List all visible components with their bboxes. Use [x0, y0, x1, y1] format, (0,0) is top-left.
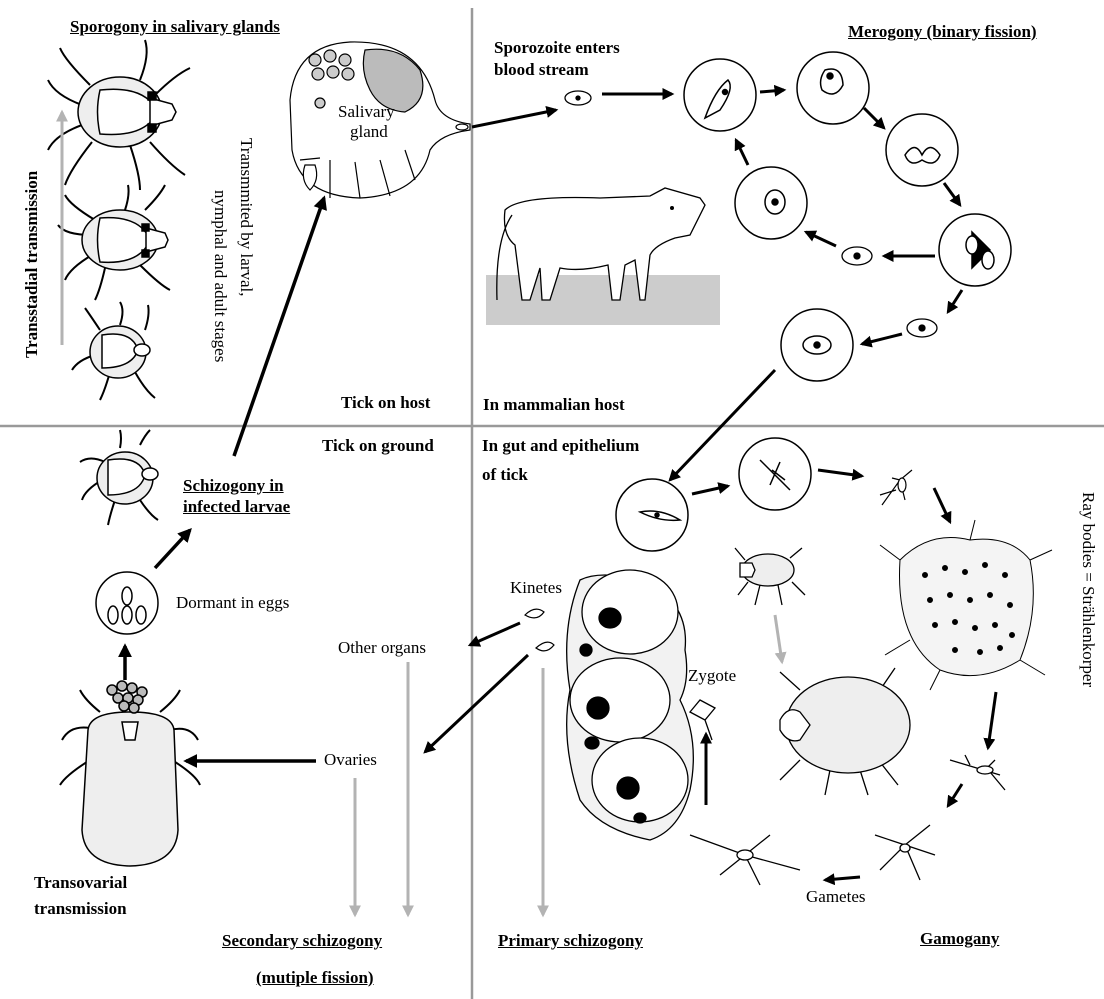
- label-zygote: Zygote: [688, 666, 736, 686]
- tick-nymph-middle: [58, 185, 170, 300]
- heading-gamogany: Gamogany: [920, 929, 999, 949]
- gut-cells: [616, 438, 811, 551]
- gamete-cells: [690, 755, 1005, 885]
- grey-arrow-tick-to-engorged: [775, 615, 782, 662]
- free-merozoites: [842, 247, 937, 337]
- merogony-cells: [684, 52, 1011, 381]
- arrow-salivary-to-sporozoite: [472, 110, 556, 127]
- engorged-tick-gut: [780, 668, 910, 795]
- label-gametes: Gametes: [806, 887, 865, 907]
- quadrant-tick-on-ground: Tick on ground: [322, 436, 434, 456]
- heading-merogony: Merogony (binary fission): [848, 22, 1037, 42]
- label-salivary-line2: gland: [350, 122, 388, 142]
- label-transovarial-line1: Transovarial: [34, 873, 127, 893]
- arrow-eggs-to-larvae: [155, 530, 190, 568]
- kinete-cells: [525, 609, 554, 651]
- heading-sporogony: Sporogony in salivary glands: [70, 17, 280, 37]
- heading-primary: Primary schizogony: [498, 931, 643, 951]
- label-dormant: Dormant in eggs: [176, 593, 289, 613]
- label-transovarial-line2: transmission: [34, 899, 127, 919]
- tick-larva-infected: [80, 430, 158, 525]
- label-transmitted-line1: Transmmited by larval,: [236, 138, 256, 297]
- label-transmitted-line2: nymphal and adult stages: [210, 190, 230, 362]
- label-sporozoite-line2: blood stream: [494, 60, 589, 80]
- sporozoite-cell: [565, 91, 591, 105]
- quadrant-in-gut-line2: of tick: [482, 465, 528, 485]
- quadrant-in-mammalian-host: In mammalian host: [483, 395, 625, 415]
- tick-adult-top: [48, 40, 190, 190]
- heading-schizogony-line1: Schizogony in: [183, 476, 284, 496]
- heading-secondary-line2: (mutiple fission): [256, 968, 374, 988]
- gut-arrows: [692, 470, 996, 880]
- label-transstadial: Transstadial transmission: [22, 171, 42, 358]
- label-ray-bodies: Ray bodies = Strählenkorper: [1078, 492, 1098, 687]
- kinete-arrows: [425, 623, 528, 752]
- tick-on-ground-small: [735, 548, 805, 605]
- label-ovaries: Ovaries: [324, 750, 377, 770]
- tick-larva-bottom: [72, 302, 155, 400]
- ray-bodies-mass: [880, 520, 1052, 690]
- heading-secondary-line1: Secondary schizogony: [222, 931, 382, 951]
- label-kinetes: Kinetes: [510, 578, 562, 598]
- engorged-female-tick: [60, 681, 200, 866]
- ray-body-small: [880, 470, 912, 505]
- quadrant-in-gut-line1: In gut and epithelium: [482, 436, 639, 456]
- heading-schizogony-line2: infected larvae: [183, 497, 290, 517]
- label-salivary-line1: Salivary: [338, 102, 395, 122]
- label-other-organs: Other organs: [338, 638, 426, 658]
- quadrant-tick-on-host: Tick on host: [341, 393, 430, 413]
- label-sporozoite-line1: Sporozoite enters: [494, 38, 620, 58]
- cow-illustration: [486, 188, 720, 325]
- egg-cell: [96, 572, 158, 634]
- gut-epithelium-illustration: [567, 570, 715, 840]
